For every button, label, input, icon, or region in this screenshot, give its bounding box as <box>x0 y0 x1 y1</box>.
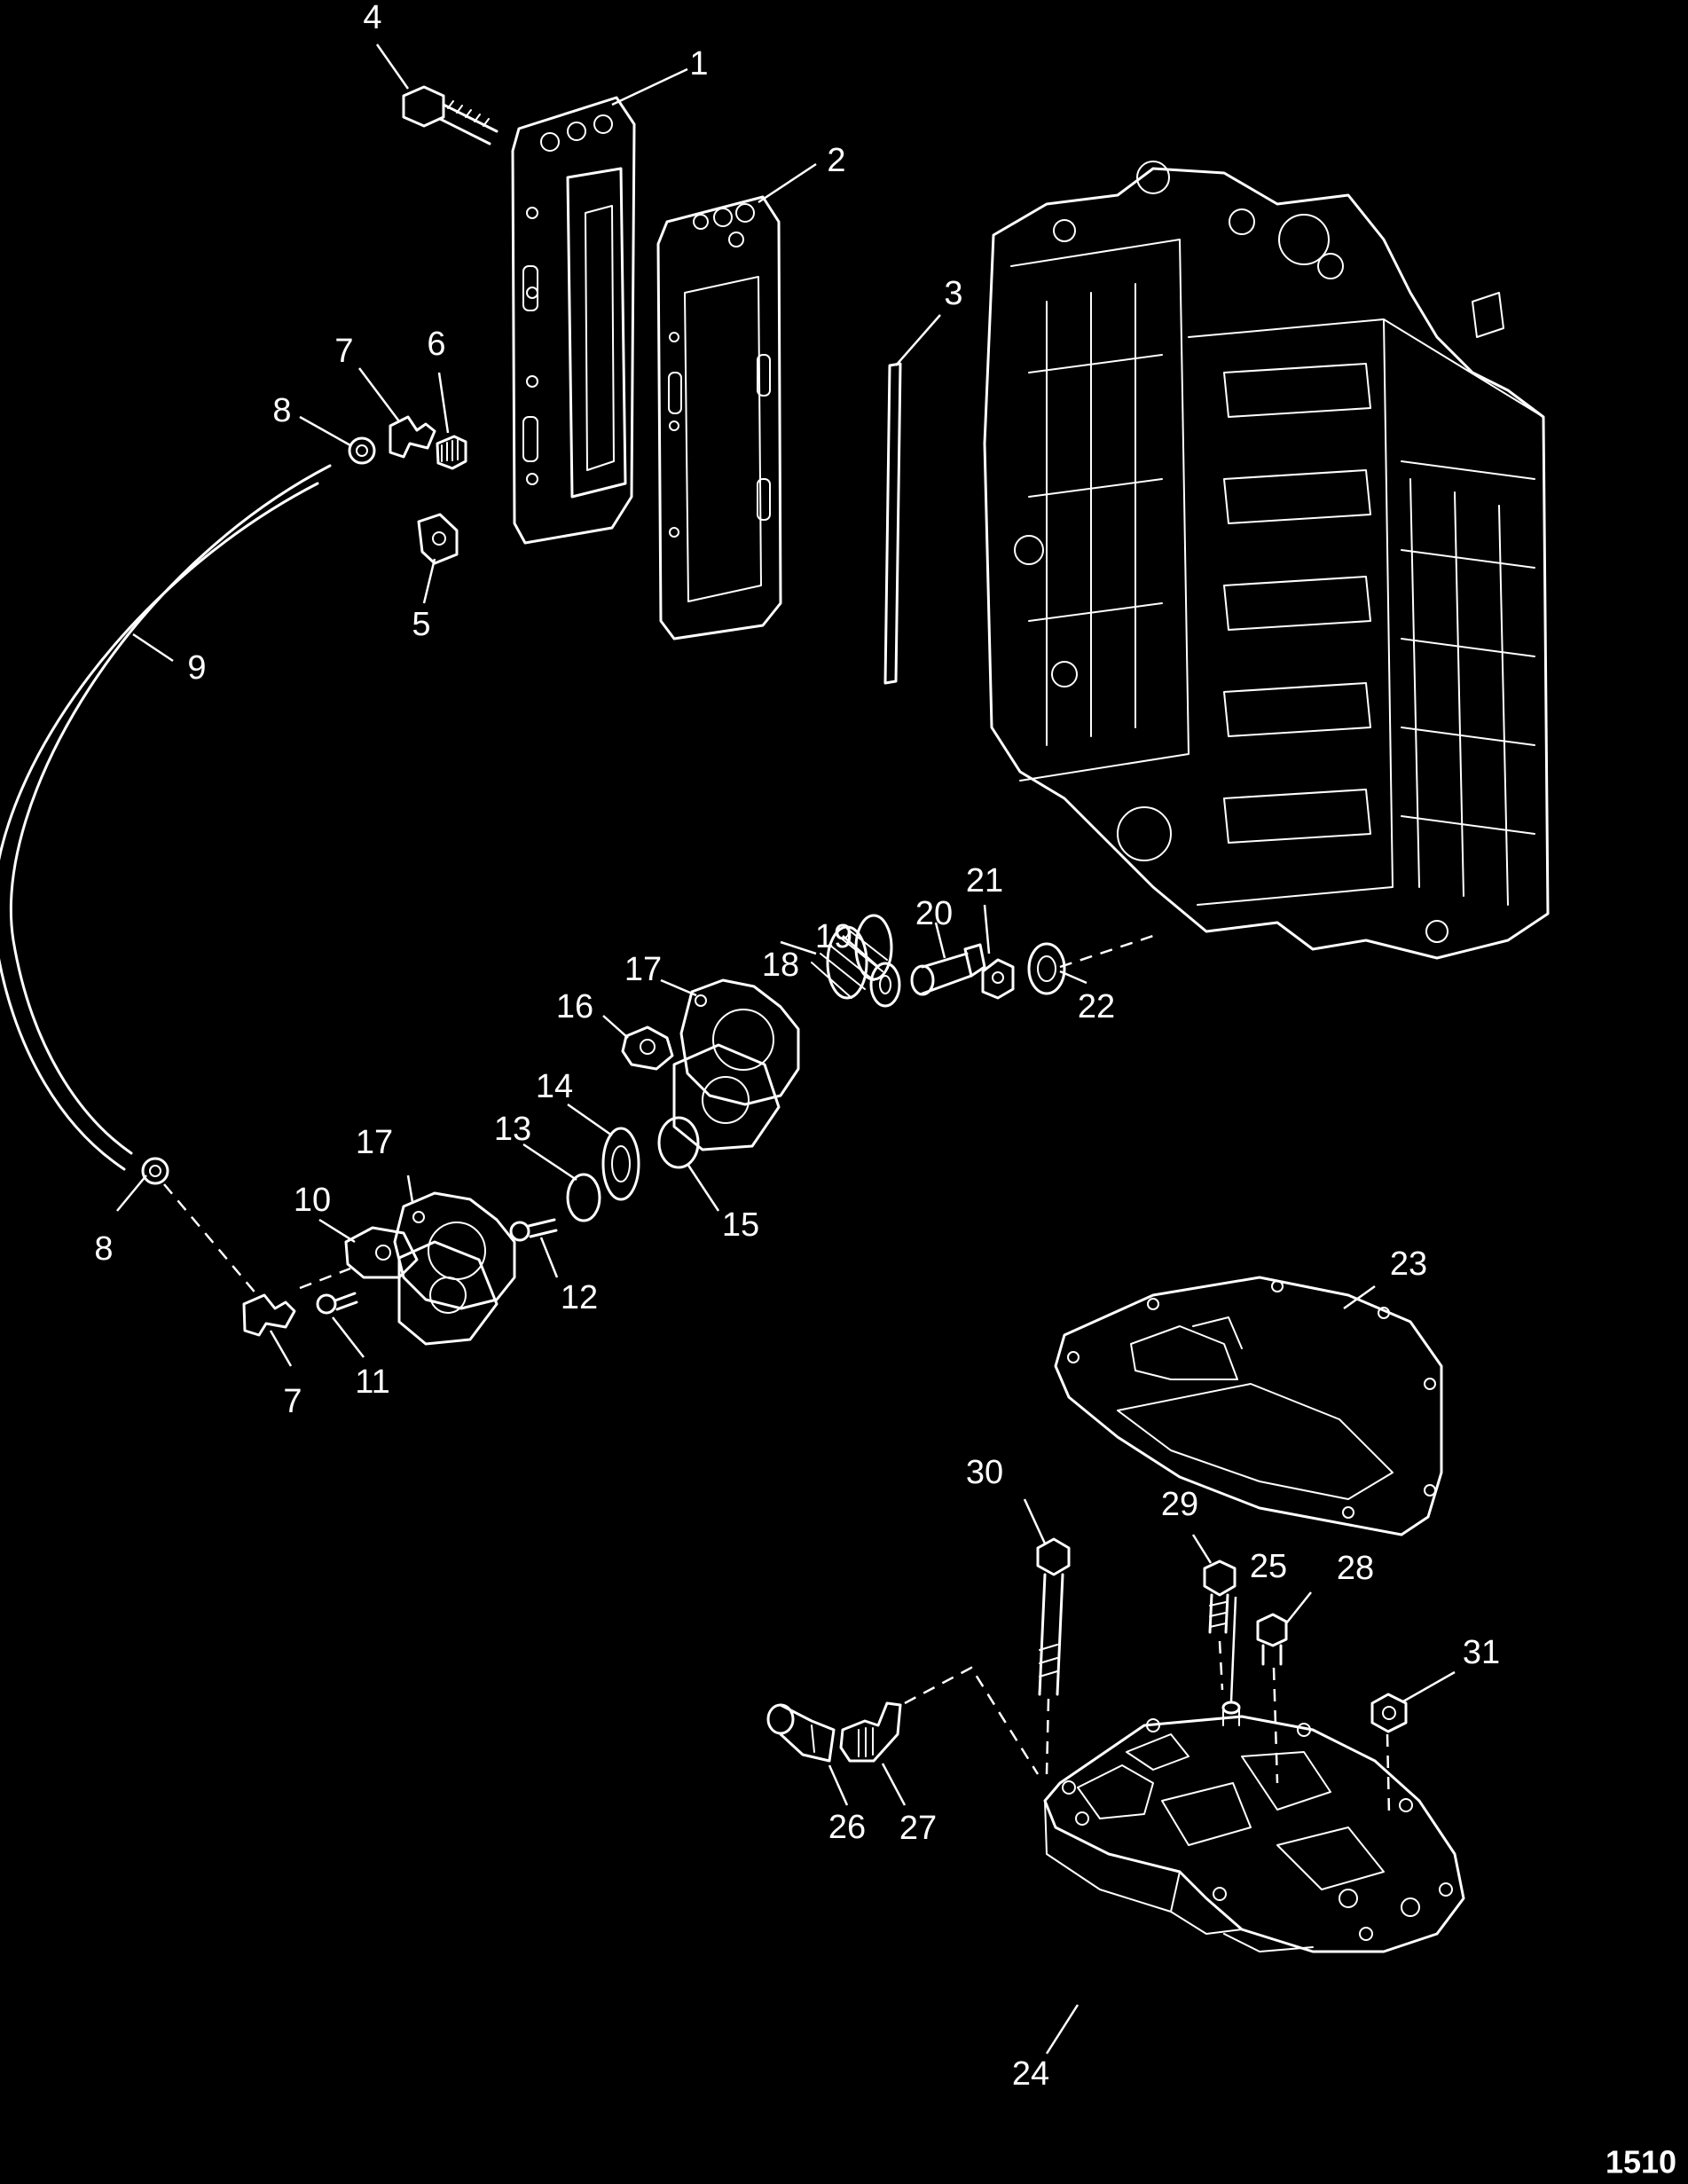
callout-11: 11 <box>355 1363 389 1401</box>
part-9-hose <box>0 464 332 1171</box>
part-30-bolt <box>1036 1537 1071 1696</box>
callout-7-lower: 7 <box>283 1383 302 1420</box>
callout-6: 6 <box>427 326 445 363</box>
part-12-screw <box>509 1218 558 1242</box>
callout-30: 30 <box>966 1454 1003 1491</box>
engine-block <box>983 161 1550 960</box>
assembly-dashed-lines <box>163 934 1391 1815</box>
callout-7-upper: 7 <box>334 333 353 370</box>
callout-10: 10 <box>294 1182 331 1219</box>
callout-12: 12 <box>561 1279 598 1316</box>
callout-19: 19 <box>815 918 852 955</box>
callout-15: 15 <box>722 1206 759 1244</box>
part-29-bolt <box>1203 1559 1237 1634</box>
figure-code: 1510 <box>1606 2144 1676 2180</box>
part-1-cover-plate <box>511 96 636 545</box>
callout-8-upper: 8 <box>272 392 291 429</box>
callout-13: 13 <box>494 1111 531 1148</box>
part-22-seal <box>1027 942 1066 995</box>
part-5-bracket <box>417 513 459 565</box>
callout-9: 9 <box>187 649 206 687</box>
callout-8-lower: 8 <box>94 1230 113 1268</box>
callout-29: 29 <box>1161 1486 1198 1523</box>
part-20-bolt <box>910 943 986 996</box>
part-28-plug <box>1256 1613 1288 1666</box>
part-7-elbow-upper <box>389 415 436 459</box>
valve-housing-upper <box>672 1043 781 1151</box>
callout-28: 28 <box>1337 1550 1374 1587</box>
part-16-gasket <box>621 1025 674 1071</box>
part-31-nut <box>1370 1693 1408 1733</box>
callout-24: 24 <box>1012 2055 1049 2093</box>
leader-lines <box>116 43 1456 2054</box>
part-10-cover <box>344 1226 419 1279</box>
callouts: 1 2 3 4 5 6 7 8 9 10 11 12 13 14 15 16 1… <box>94 0 1500 2093</box>
callout-31: 31 <box>1463 1634 1500 1671</box>
callout-22: 22 <box>1078 988 1115 1025</box>
callout-14: 14 <box>536 1068 573 1105</box>
callout-27: 27 <box>899 1810 937 1847</box>
part-2-gasket <box>656 195 782 640</box>
callout-23: 23 <box>1390 1245 1427 1283</box>
callout-4: 4 <box>363 0 381 36</box>
valve-housing-lower <box>397 1240 499 1346</box>
callout-3: 3 <box>944 275 962 312</box>
part-17-gasket-upper <box>679 978 800 1106</box>
part-25-dowel <box>1221 1701 1241 1726</box>
callout-20: 20 <box>915 895 953 932</box>
part-21-nut <box>981 958 1015 1000</box>
callout-18: 18 <box>762 947 799 984</box>
part-24-adapter-plate <box>1043 1715 1465 1953</box>
part-3-seal-strip <box>883 362 902 685</box>
callout-21: 21 <box>966 862 1003 900</box>
part-15-washer <box>657 1116 700 1169</box>
part-11-screw <box>316 1292 358 1315</box>
callout-5: 5 <box>412 606 430 643</box>
part-23-gasket <box>1054 1276 1443 1536</box>
part-4-bolt <box>402 85 499 145</box>
part-6-fitting <box>436 435 467 470</box>
part-27-elbow <box>839 1701 902 1763</box>
part-7-elbow-lower <box>242 1293 296 1337</box>
part-8-clamp-upper <box>348 436 376 465</box>
callout-25: 25 <box>1250 1548 1287 1585</box>
part-26-fitting <box>766 1703 836 1763</box>
callout-16: 16 <box>556 988 593 1025</box>
callout-17-upper: 17 <box>624 951 662 988</box>
part-14-plate <box>601 1127 640 1201</box>
callout-1: 1 <box>689 45 708 82</box>
callout-26: 26 <box>828 1809 866 1846</box>
part-8-clamp-lower <box>141 1157 169 1185</box>
callout-17-lower: 17 <box>356 1124 393 1161</box>
part-19-washer <box>869 962 901 1008</box>
callout-2: 2 <box>827 142 845 179</box>
part-13-diaphragm <box>566 1173 601 1222</box>
